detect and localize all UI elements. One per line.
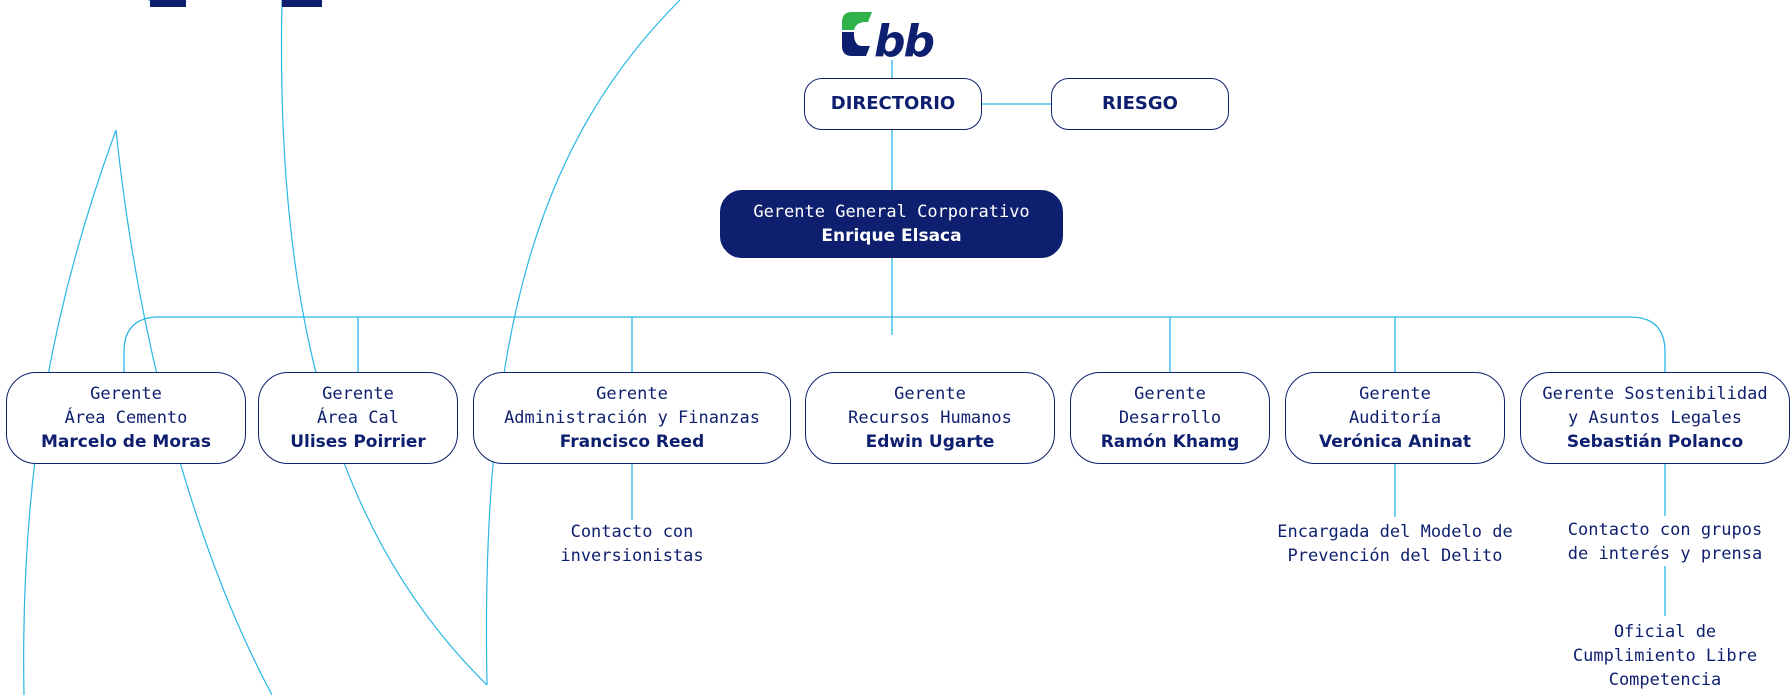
note-line: Prevención del Delito (1287, 546, 1503, 566)
riesgo-box: RIESGO (1051, 78, 1229, 130)
manager-name: Ulises Poirrier (290, 432, 426, 452)
manager-title: Gerente (1359, 384, 1431, 404)
manager-area: Área Cemento (64, 408, 188, 428)
deco-fragment (150, 0, 186, 7)
note-investors: Contacto con inversionistas (532, 520, 732, 568)
manager-title: Gerente (90, 384, 162, 404)
connector-bus (123, 316, 1666, 372)
manager-name: Ramón Khamg (1100, 432, 1240, 452)
manager-name: Verónica Aninat (1318, 432, 1471, 452)
manager-area: y Asuntos Legales (1568, 408, 1742, 428)
manager-area: Área Cal (317, 408, 399, 428)
note-line: Contacto con (570, 522, 694, 542)
manager-title: Gerente (596, 384, 668, 404)
manager-area: Recursos Humanos (848, 408, 1012, 428)
note-compliance: Oficial de Cumplimiento Libre Competenci… (1555, 620, 1775, 692)
manager-name: Edwin Ugarte (865, 432, 995, 452)
deco-fragment (282, 0, 322, 7)
manager-box-finanzas: Gerente Administración y Finanzas Franci… (473, 372, 791, 464)
manager-box-cal: Gerente Área Cal Ulises Poirrier (258, 372, 458, 464)
note-line: Encargada del Modelo de (1277, 522, 1513, 542)
manager-name: Marcelo de Moras (41, 432, 211, 452)
manager-area: Administración y Finanzas (504, 408, 760, 428)
manager-area: Desarrollo (1118, 408, 1222, 428)
ceo-title: Gerente General Corporativo (753, 202, 1030, 222)
manager-box-sostenibilidad: Gerente Sostenibilidad y Asuntos Legales… (1520, 372, 1790, 464)
note-line: Cumplimiento Libre (1572, 646, 1758, 666)
logo-icon (842, 12, 872, 56)
note-line: Competencia (1608, 670, 1722, 690)
manager-title: Gerente (1134, 384, 1206, 404)
manager-title: Gerente (322, 384, 394, 404)
cbb-logo: bb (842, 12, 935, 60)
directorio-box: DIRECTORIO (804, 78, 982, 130)
manager-box-desarrollo: Gerente Desarrollo Ramón Khamg (1070, 372, 1270, 464)
manager-name: Sebastián Polanco (1566, 432, 1744, 452)
manager-box-auditoria: Gerente Auditoría Verónica Aninat (1285, 372, 1505, 464)
ceo-name: Enrique Elsaca (821, 226, 962, 246)
deco-curve (485, 0, 681, 686)
note-line: inversionistas (560, 546, 704, 566)
note-prevention: Encargada del Modelo de Prevención del D… (1255, 520, 1535, 568)
riesgo-label: RIESGO (1102, 93, 1178, 114)
manager-area: Auditoría (1348, 408, 1442, 428)
manager-box-rrhh: Gerente Recursos Humanos Edwin Ugarte (805, 372, 1055, 464)
directorio-label: DIRECTORIO (830, 93, 956, 114)
manager-box-cemento: Gerente Área Cemento Marcelo de Moras (6, 372, 246, 464)
note-press: Contacto con grupos de interés y prensa (1545, 518, 1785, 566)
svg-text:bb: bb (874, 16, 933, 60)
manager-title: Gerente Sostenibilidad (1542, 384, 1768, 404)
ceo-box: Gerente General Corporativo Enrique Elsa… (720, 190, 1063, 258)
manager-title: Gerente (894, 384, 966, 404)
note-line: Contacto con grupos (1567, 520, 1763, 540)
note-line: de interés y prensa (1567, 544, 1763, 564)
manager-name: Francisco Reed (559, 432, 705, 452)
note-line: Oficial de (1613, 622, 1717, 642)
